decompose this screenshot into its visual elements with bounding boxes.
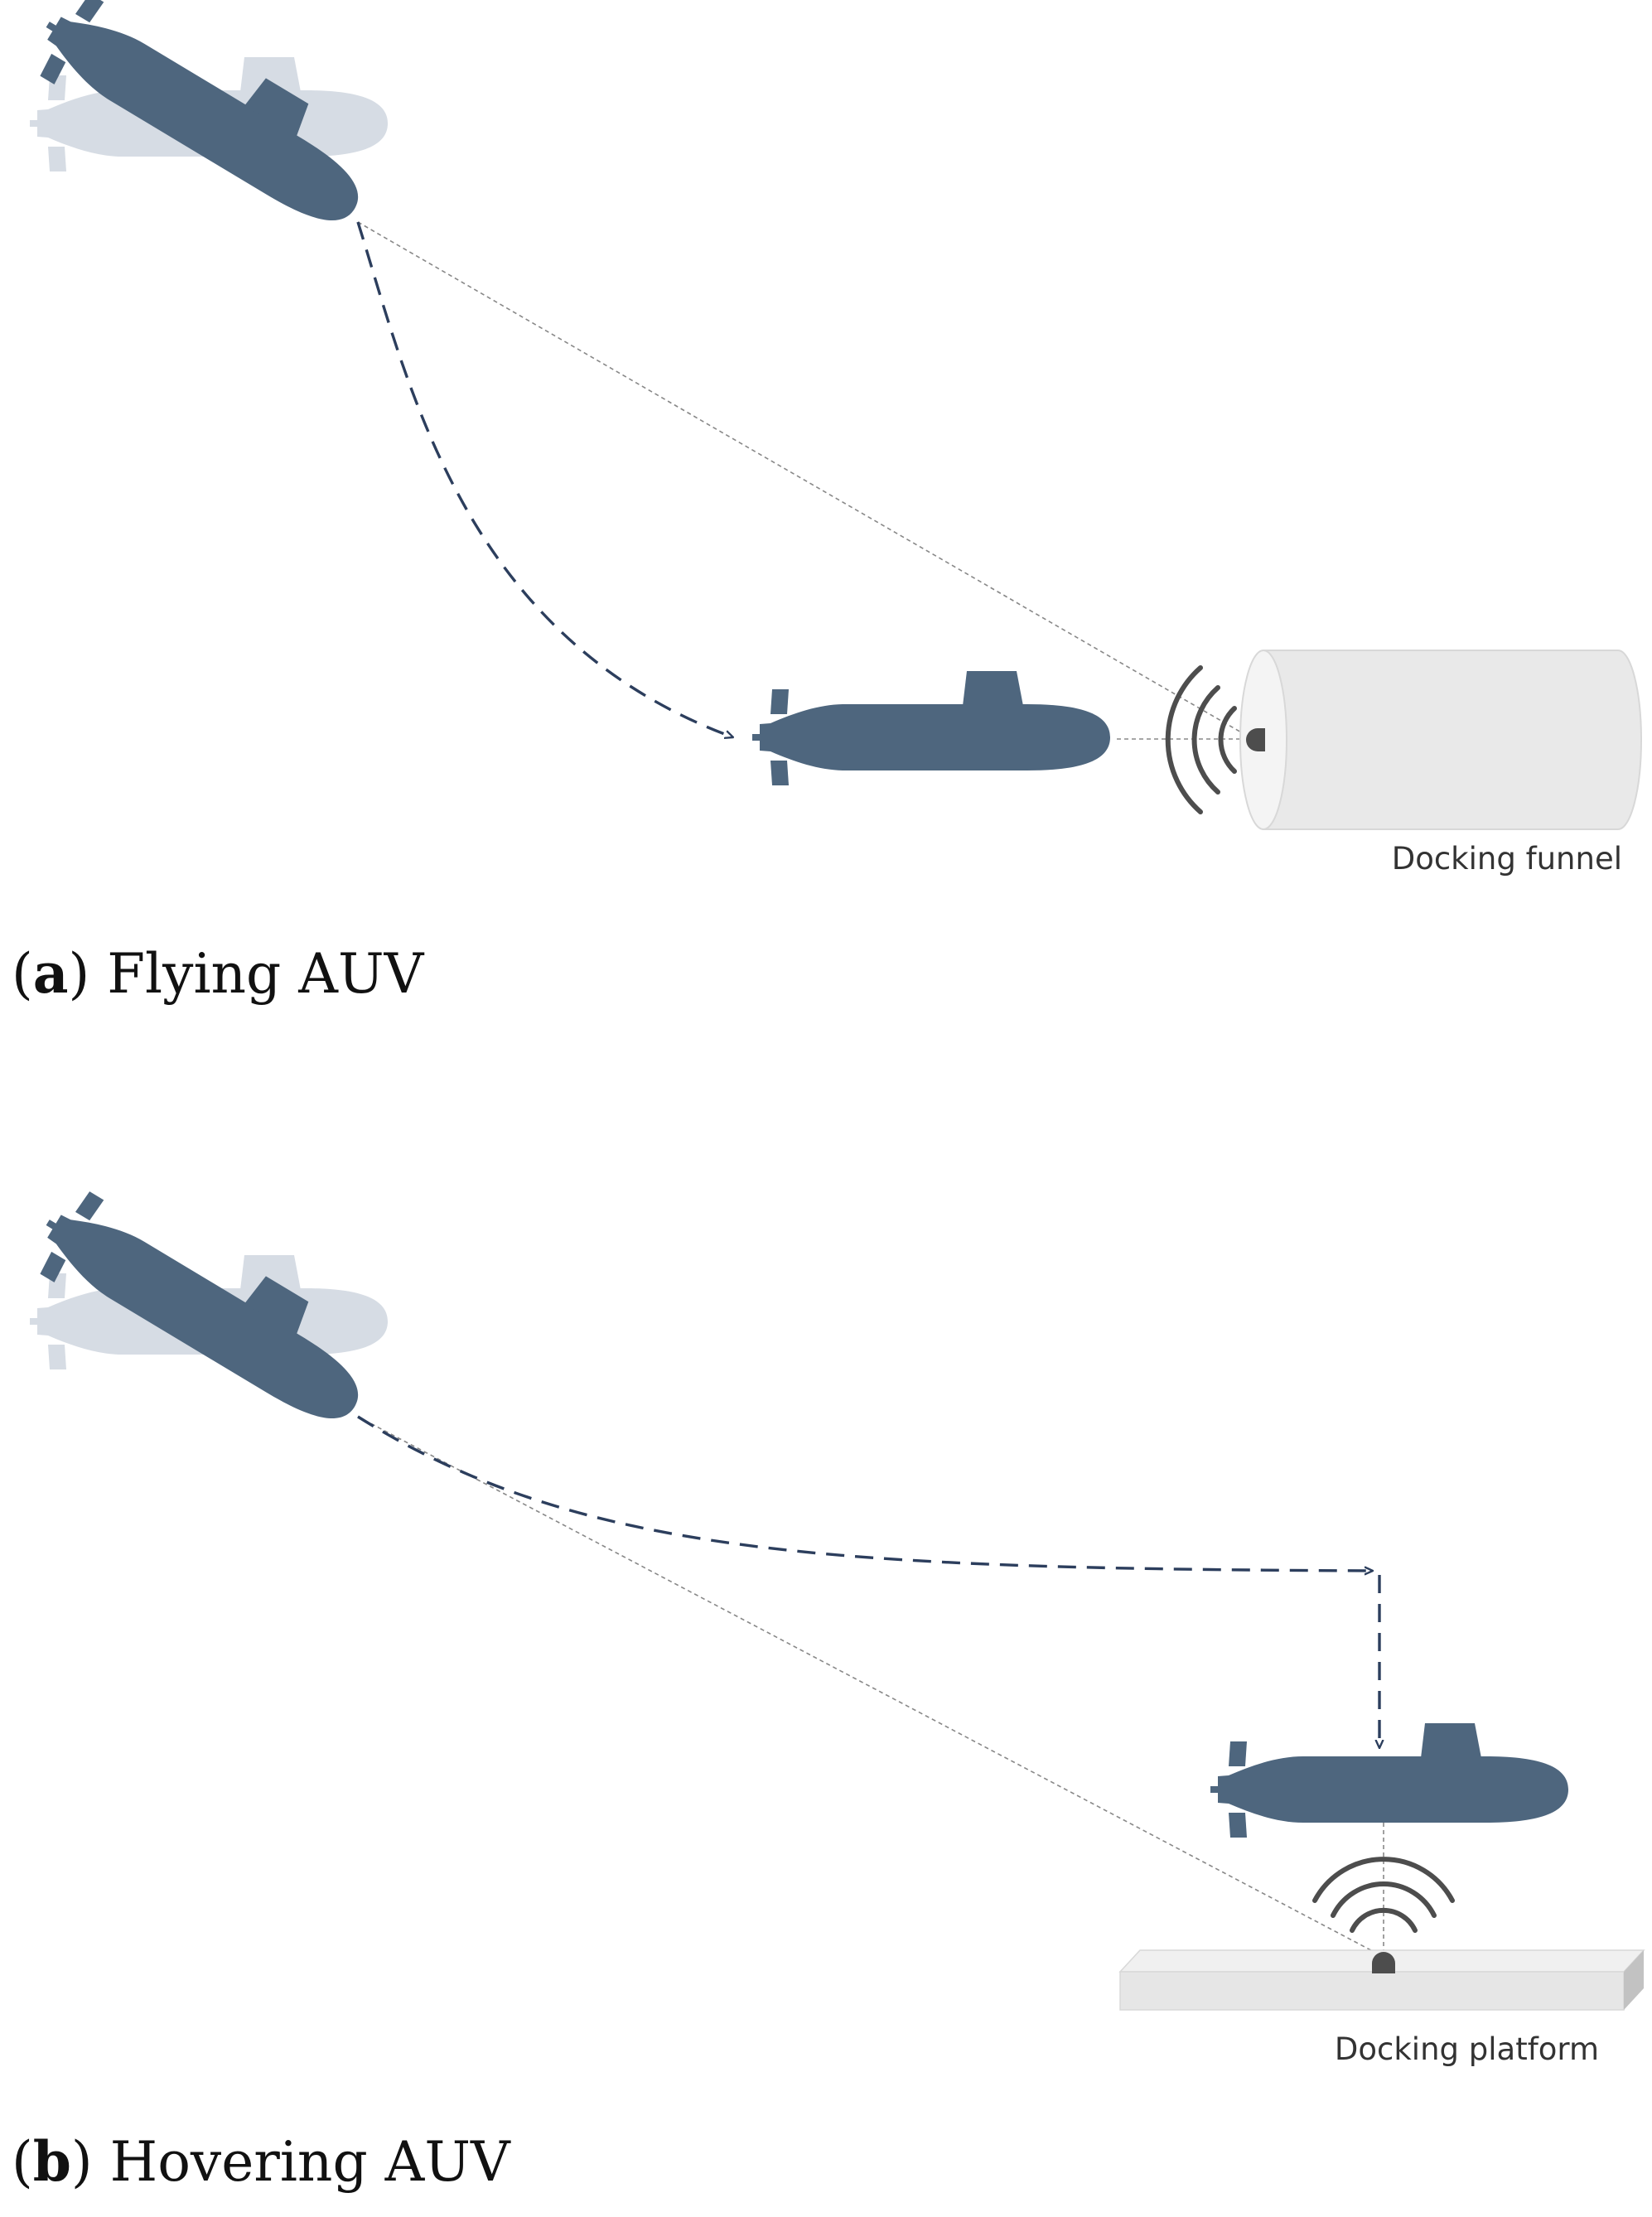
flying-trajectory-arrow: [356, 221, 733, 737]
docking-funnel-label: Docking funnel: [1392, 841, 1622, 877]
acoustic-beacon-icon: [1246, 728, 1265, 751]
caption-a-text: Flying AUV: [107, 942, 424, 1006]
signal-waves-icon: [1165, 665, 1237, 814]
acoustic-beacon-icon: [1372, 1952, 1395, 1973]
line-of-sight-line: [357, 221, 1253, 740]
caption-a: (a) Flying AUV: [12, 941, 424, 1006]
caption-b-letter: b: [32, 2129, 71, 2194]
auv-hovering-icon: [1210, 1723, 1568, 1838]
docking-funnel: [1239, 650, 1642, 830]
panel-hovering-auv: Docking platform (b) Hovering AUV: [0, 1108, 1652, 2217]
docking-platform-label: Docking platform: [1335, 2031, 1599, 2067]
auv-docking-icon: [752, 671, 1110, 785]
line-of-sight-line: [357, 1416, 1384, 1958]
signal-waves-icon: [1312, 1857, 1455, 1933]
hovering-trajectory-arrow: [357, 1415, 1373, 1571]
caption-a-letter: a: [32, 941, 69, 1006]
caption-b: (b) Hovering AUV: [12, 2129, 510, 2194]
panel-b-diagram: Docking platform: [22, 1165, 1645, 2067]
panel-a-diagram: Docking funnel: [22, 0, 1642, 877]
docking-platform: [1118, 1949, 1645, 2011]
panel-flying-auv: Docking funnel (a) Flying AUV: [0, 0, 1652, 1108]
caption-b-text: Hovering AUV: [109, 2130, 510, 2194]
